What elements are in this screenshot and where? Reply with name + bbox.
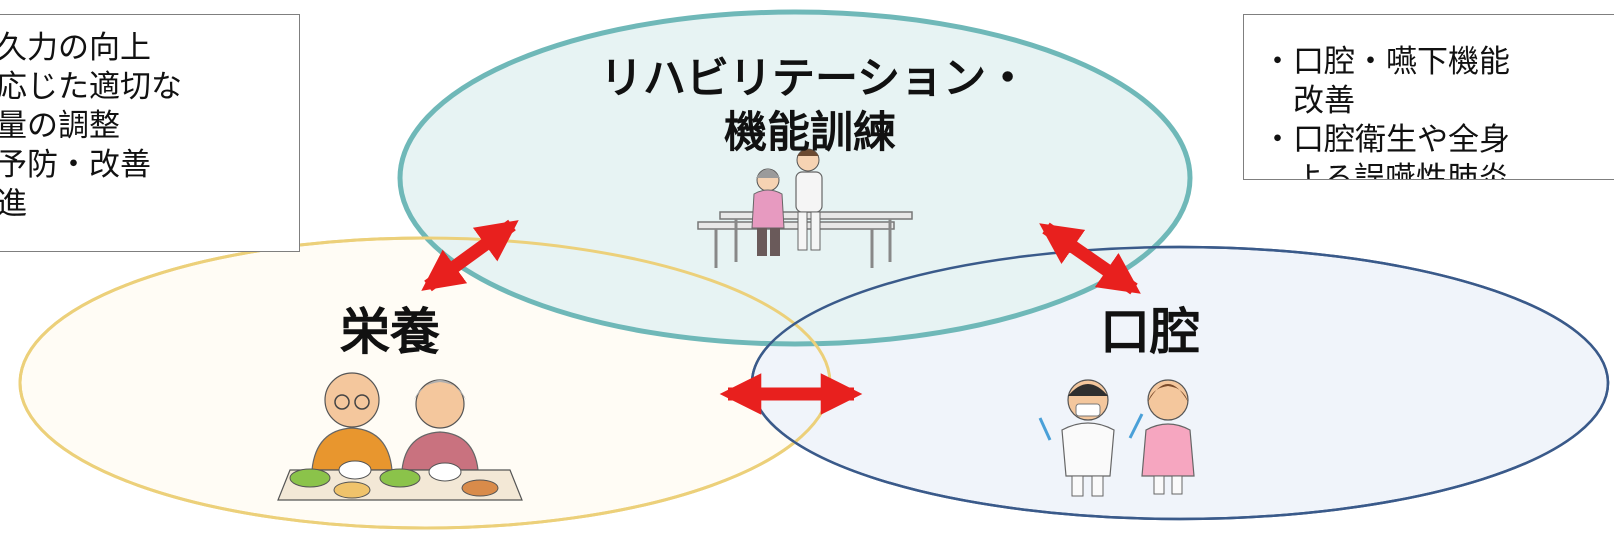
rehab-title-line: 機能訓練 — [724, 108, 896, 158]
right-benefit-line: ・口腔・嚥下機能 — [1262, 44, 1510, 80]
rehab-circle-title: リハビリテーション・ 機能訓練 — [600, 52, 1030, 160]
right-benefit-line: 改善 — [1262, 83, 1355, 119]
left-benefit-line: の予防・改善 — [0, 147, 151, 183]
right-benefits-box: ・口腔・嚥下機能 改善 ・口腔衛生や全身 よる誤嚥性肺炎 — [1243, 14, 1614, 180]
arrow-rehab-oral — [1039, 222, 1141, 295]
rehab-walking-illustration — [697, 148, 913, 268]
left-benefit-line: 持久力の向上 — [0, 30, 151, 66]
right-benefit-line: ・口腔衛生や全身 — [1262, 122, 1510, 158]
oral-circle-title: 口腔 — [1100, 303, 1200, 361]
arrow-nutrition-rehab — [421, 219, 519, 292]
left-benefit-line: 取量の調整 — [0, 108, 120, 144]
elderly-couple-eating-illustration — [277, 372, 523, 501]
dental-staff-illustration — [1038, 379, 1195, 497]
left-benefit-line: に応じた適切な — [0, 69, 182, 105]
rehab-title-line: リハビリテーション・ — [600, 54, 1030, 104]
nutrition-circle-title: 栄養 — [340, 303, 440, 361]
left-benefits-box: 持久力の向上 に応じた適切な 取量の調整 の予防・改善 増進 — [0, 14, 300, 252]
left-benefit-line: 増進 — [0, 185, 299, 224]
right-benefit-line: よる誤嚥性肺炎 — [1262, 161, 1510, 180]
